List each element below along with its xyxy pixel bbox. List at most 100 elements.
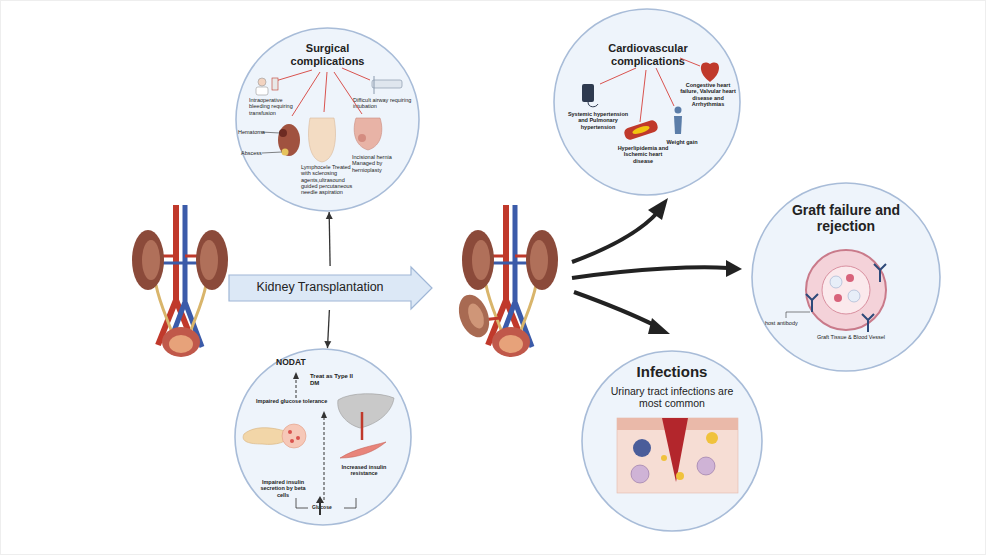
pointer-line	[344, 498, 356, 508]
complication-circle: Surgical complicationsIntraoperative ble…	[235, 27, 420, 212]
node-heading: Kidney Transplantation	[228, 280, 412, 294]
outcome-circle: Graft failure and rejection host antibody…	[751, 182, 941, 372]
node-label: Hematoma	[238, 129, 278, 135]
leader-line	[640, 70, 646, 122]
node-heading: Graft failure and rejection	[771, 202, 921, 234]
person-icon	[258, 78, 266, 86]
circle-outline	[582, 351, 762, 531]
leader-line	[656, 68, 674, 106]
plaque	[632, 124, 651, 135]
beta-cell	[288, 430, 292, 434]
node-label: Systemic hypertension and Pulmonary hype…	[563, 111, 633, 130]
abscess-mark	[282, 149, 289, 156]
red-cell	[834, 294, 842, 302]
node-heading: Infections	[581, 363, 763, 380]
antibody-icon	[806, 294, 818, 312]
hernia-bulge	[358, 134, 366, 142]
connector-arrow	[324, 310, 331, 348]
leader-line	[342, 68, 370, 80]
node-label: Lymphocele Treated with sclerosing agent…	[301, 164, 353, 196]
arrow-head	[324, 341, 331, 348]
person-icon	[256, 87, 268, 95]
node-label: Congestive heart failure, Valvular heart…	[679, 82, 737, 107]
node-heading: Surgical complications	[270, 42, 385, 67]
blood-bag	[272, 78, 278, 90]
node-label: Graft Tissue & Blood Vessel	[806, 334, 896, 340]
abdomen-icon	[309, 118, 336, 162]
process-arrow: Kidney Transplantation	[228, 266, 433, 310]
connector-arrow	[326, 212, 333, 266]
leader-line	[292, 72, 320, 116]
arrow-head	[726, 260, 742, 277]
vessel-lumen	[822, 266, 870, 314]
node-label: Impaired glucose tolerance	[256, 398, 351, 404]
connector-line	[327, 310, 329, 348]
node-label: Impaired insulin secretion by beta cells	[254, 479, 312, 498]
complication-circle: Cardiovascular complicationsSystemic hyp…	[553, 8, 741, 196]
pointer-line	[261, 132, 280, 133]
bp-tube	[588, 102, 598, 107]
bacterium	[661, 455, 667, 461]
node-label: Glucose	[312, 505, 342, 511]
wound-wedge	[662, 418, 688, 482]
neutrophil	[697, 457, 715, 475]
native-kidneys	[132, 205, 228, 357]
immune-cell	[633, 439, 651, 457]
antibody-icon	[874, 264, 886, 282]
arrow-head	[293, 372, 299, 379]
vessel-icon	[623, 119, 659, 141]
vessel-section	[806, 250, 886, 330]
immune-cell	[830, 276, 842, 288]
beta-cell	[290, 439, 294, 443]
antibody-icon	[862, 314, 874, 332]
arrow-head	[648, 318, 670, 334]
glucose-arrow	[319, 502, 321, 515]
node-label: Intraoperative bleeding requiring transf…	[249, 97, 301, 116]
liver-icon	[338, 394, 394, 428]
leader-line	[324, 72, 327, 112]
dashed-arrow	[324, 416, 325, 500]
bacterium	[676, 472, 684, 480]
graft-kidney	[453, 291, 494, 342]
node-label: Increased insulin resistance	[338, 464, 390, 477]
muscle-cell	[340, 442, 386, 458]
hernia-icon	[354, 118, 382, 150]
circle-outline	[554, 9, 740, 195]
graft-kidney-inner	[465, 301, 487, 330]
dashed-arrow	[296, 378, 297, 398]
arrow-head	[321, 411, 327, 418]
connector-line	[328, 212, 330, 266]
node-label: Difficult airway requiring intubation	[353, 97, 413, 110]
node-label: Hyperlipidemia and Ischemic heart diseas…	[615, 145, 671, 164]
infection-illustration	[617, 418, 738, 493]
arrow-head	[648, 198, 668, 220]
pointer-line	[262, 152, 282, 153]
arrow-head	[316, 496, 324, 503]
bed-icon	[374, 76, 375, 94]
complication-circle: NODAT Treat as Type II DM Impaired glucose…	[234, 348, 412, 526]
leader-line	[334, 72, 362, 114]
leader-line	[272, 70, 312, 82]
bed-icon	[372, 80, 402, 88]
arrow-head	[326, 212, 333, 219]
tissue-panel	[617, 418, 738, 493]
node-label: Weight gain	[665, 139, 699, 145]
kidney-icon	[278, 124, 300, 156]
bacterium	[706, 432, 718, 444]
islet-icon	[282, 424, 306, 448]
neutrophil	[631, 465, 649, 483]
bp-monitor	[582, 84, 594, 102]
leader-line	[680, 58, 700, 66]
node-label: Urinary tract infections are most common	[601, 385, 743, 409]
cardio-icons	[582, 58, 719, 141]
outcome-circle: InfectionsUrinary tract infections are m…	[581, 350, 763, 532]
block-arrow-outline	[229, 267, 432, 309]
node-label: host antibody	[765, 320, 815, 326]
node-label: Treat as Type II DM	[310, 373, 362, 387]
hematoma-mark	[279, 129, 287, 137]
node-heading: NODAT	[276, 358, 316, 368]
leader-line	[600, 68, 636, 84]
